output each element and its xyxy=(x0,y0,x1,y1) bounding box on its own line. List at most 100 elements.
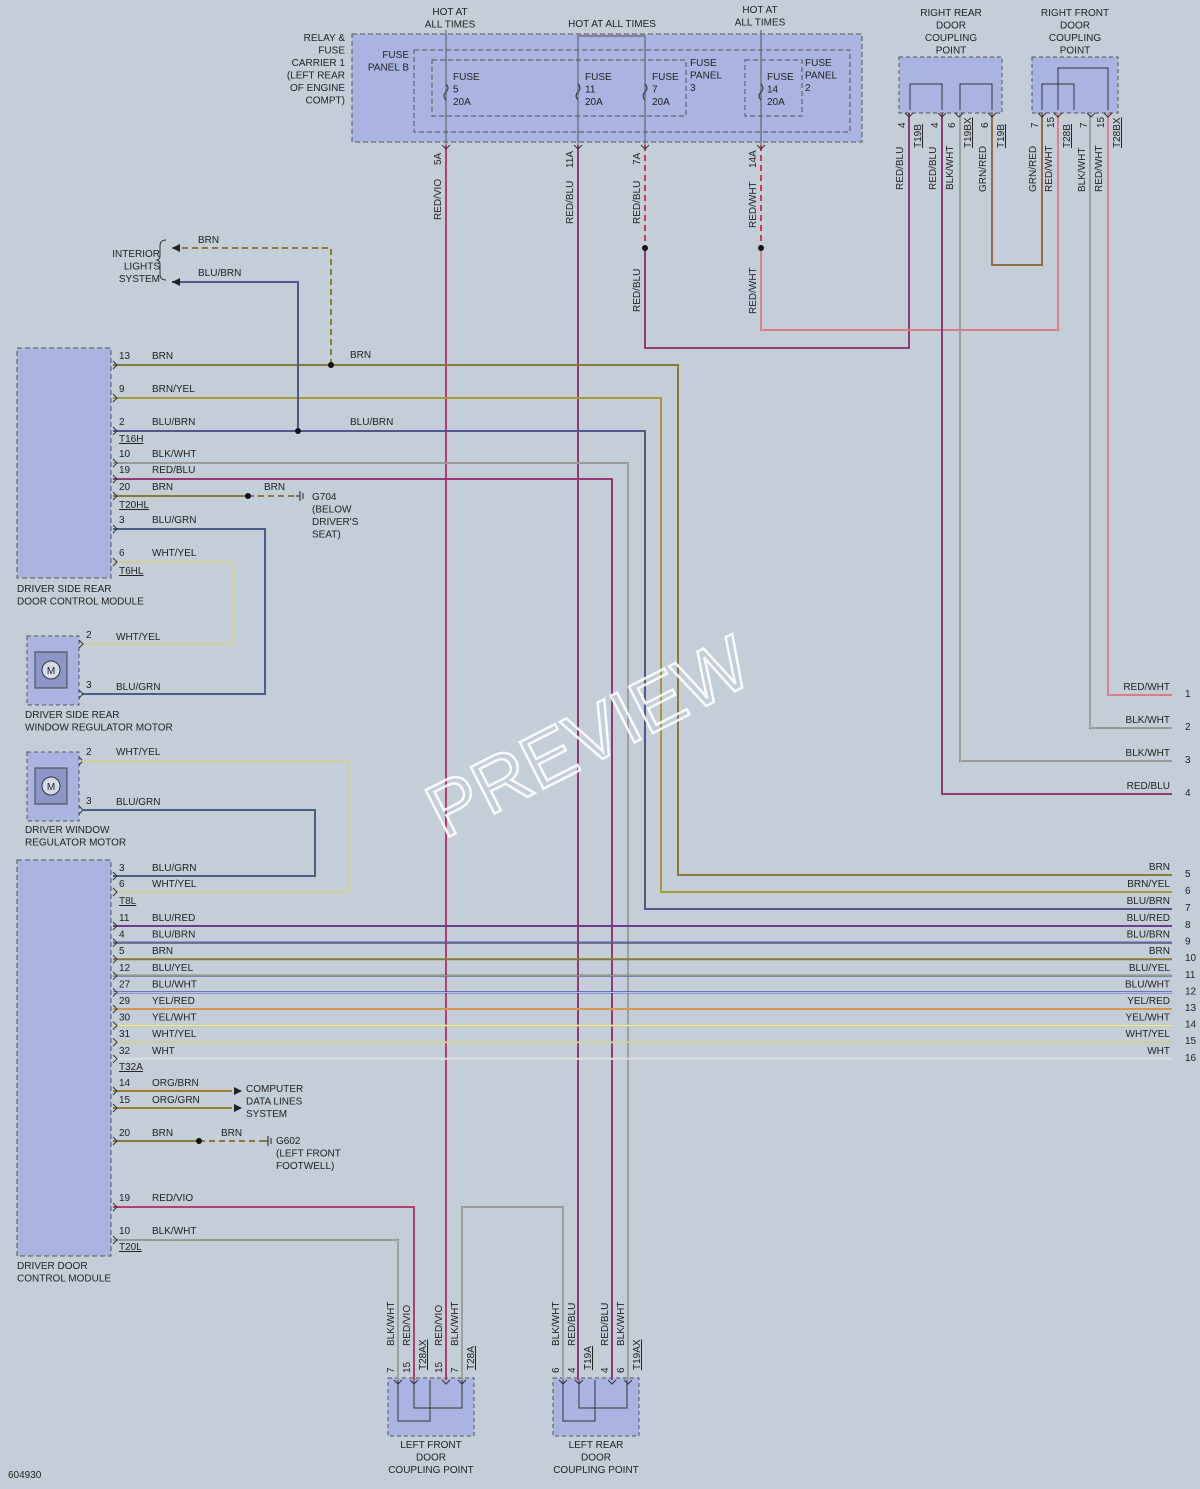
rf-pin-mark-0 xyxy=(1037,112,1047,118)
rf-pin-num-0: 7 xyxy=(1030,122,1041,128)
fuse-11-wire-label: RED/BLU xyxy=(565,181,576,224)
dm-conn-t20l: T20L xyxy=(119,1242,142,1253)
rear-motor-mark-0 xyxy=(78,639,84,649)
rr-pin-conn-3: T19B xyxy=(996,124,1007,148)
dm-mid-wire-4: BLU/WHT xyxy=(152,979,197,990)
driver-door-module xyxy=(16,859,112,1257)
dm-data-mark-0 xyxy=(112,1086,118,1096)
pin-fuse5 xyxy=(441,144,451,150)
rr-pin-num-0: 4 xyxy=(897,122,908,128)
dm-mid-mark-0 xyxy=(112,921,118,931)
fuse-5-wire-label: RED/VIO xyxy=(433,179,444,220)
rr-pin-mark-3 xyxy=(987,112,997,118)
wire-rm-10-blk-wht-tracer xyxy=(113,462,629,1380)
rm-pin-mark-5 xyxy=(112,491,118,501)
rf-wire-2: BLK/WHT xyxy=(1077,148,1088,192)
fuse-14-wire-label: RED/WHT xyxy=(748,181,759,228)
dm-ground-mark xyxy=(112,1136,118,1146)
lf-pin-wire-2: RED/VIO xyxy=(434,1305,445,1346)
dm-mid-mark-8 xyxy=(112,1054,118,1064)
rf-pin-conn-1: T28B xyxy=(1062,124,1073,148)
lf-pin-wire-3: BLK/WHT xyxy=(450,1302,461,1346)
lr-pin-num-3: 6 xyxy=(616,1367,627,1373)
wire-fuse7-red-blu-tracer xyxy=(644,113,910,349)
out-num-5: 5 xyxy=(1185,869,1191,880)
out-num-4: 4 xyxy=(1185,788,1191,799)
lf-pin-mark-3 xyxy=(457,1379,467,1385)
dm-mid-wire-7: WHT/YEL xyxy=(152,1029,197,1040)
dm-mid-pin-7: 31 xyxy=(119,1029,131,1040)
rm-pin-num-0: 13 xyxy=(119,351,131,362)
dm-mid-pin-3: 12 xyxy=(119,963,131,974)
rm-pin-num-7: 6 xyxy=(119,548,125,559)
lr-pin-num-2: 4 xyxy=(600,1367,611,1373)
driver-motor-wire-0: WHT/YEL xyxy=(116,747,161,758)
out-num-12: 12 xyxy=(1185,986,1197,997)
lr-pin-mark-2 xyxy=(607,1379,617,1385)
out-wire-14: YEL/WHT xyxy=(1126,1013,1170,1024)
lr-pin-wire-2: RED/BLU xyxy=(600,1303,611,1346)
rm-pin-mark-1 xyxy=(112,393,118,403)
fuse-feeds xyxy=(445,30,762,145)
dm-mid-wire-3: BLU/YEL xyxy=(152,963,194,974)
ground-g602 xyxy=(264,1136,272,1146)
lf-pin-num-2: 15 xyxy=(434,1361,445,1373)
left-front-coupling-box xyxy=(387,1377,475,1437)
rm-conn-3: T6HL xyxy=(119,566,144,577)
wire-rm-6-wht-yel xyxy=(82,561,233,645)
dot-brn-junction xyxy=(328,362,334,368)
rm-pin-num-3: 10 xyxy=(119,449,131,460)
dm-top-pin-1: 6 xyxy=(119,879,125,890)
fuse-7-wire-label: RED/BLU xyxy=(632,181,643,224)
lr-pin-conn-3: T19AX xyxy=(632,1339,643,1370)
lf-pin-wire-0: BLK/WHT xyxy=(386,1302,397,1346)
rm-ground-wire: BRN xyxy=(264,482,285,493)
dm-top-wire-1: WHT/YEL xyxy=(152,879,197,890)
fuse-14-symbol xyxy=(758,83,764,101)
dm-bot-pin-1: 10 xyxy=(119,1226,131,1237)
dm-mid-mark-4 xyxy=(112,988,118,997)
wire-rr-grn-red-tracer xyxy=(991,113,1043,266)
out-wire-1: RED/WHT xyxy=(1123,682,1170,693)
wire-fuse14-red-wht-tracer xyxy=(760,113,1059,331)
out-num-1: 1 xyxy=(1185,689,1191,700)
right-rear-coupling-box xyxy=(898,56,1003,114)
rf-pin-mark-1 xyxy=(1053,112,1063,118)
dm-data-pin-1: 15 xyxy=(119,1095,131,1106)
lr-pin-num-0: 6 xyxy=(551,1367,562,1373)
lf-pin-wire-1: RED/VIO xyxy=(402,1305,413,1346)
rm-pin-wire-2: BLU/BRN xyxy=(152,417,195,428)
rear-window-motor: M xyxy=(26,635,80,706)
arrow-dm-data-0 xyxy=(234,1087,242,1095)
rm-pin-wire-6: BLU/GRN xyxy=(152,515,196,526)
out-wire-13: YEL/RED xyxy=(1127,996,1170,1007)
rf-pin-conn-3: T28BX xyxy=(1112,117,1123,148)
dm-mid-wire-0: BLU/RED xyxy=(152,913,195,924)
dm-mid-wire-8: WHT xyxy=(152,1046,175,1057)
dot-fuse14 xyxy=(758,245,764,251)
rm-brn-right: BRN xyxy=(350,350,371,361)
dm-conn-t32a: T32A xyxy=(119,1062,143,1073)
rr-wire-3: GRN/RED xyxy=(978,146,989,192)
dm-mid-mark-5 xyxy=(112,1004,118,1014)
rm-pin-wire-4: RED/BLU xyxy=(152,465,195,476)
rear-motor-wire-1: BLU/GRN xyxy=(116,682,160,693)
out-wire-12: BLU/WHT xyxy=(1125,979,1170,990)
out-num-9: 9 xyxy=(1185,937,1191,948)
interior-lights-wire-brn: BRN xyxy=(198,235,219,246)
rr-pin-mark-2 xyxy=(954,112,964,118)
driver-window-motor: M xyxy=(26,751,80,822)
fuse-7-symbol xyxy=(642,83,648,101)
rf-wire-3: RED/WHT xyxy=(1094,145,1105,192)
dm-ground-wire-b: BRN xyxy=(221,1128,242,1139)
